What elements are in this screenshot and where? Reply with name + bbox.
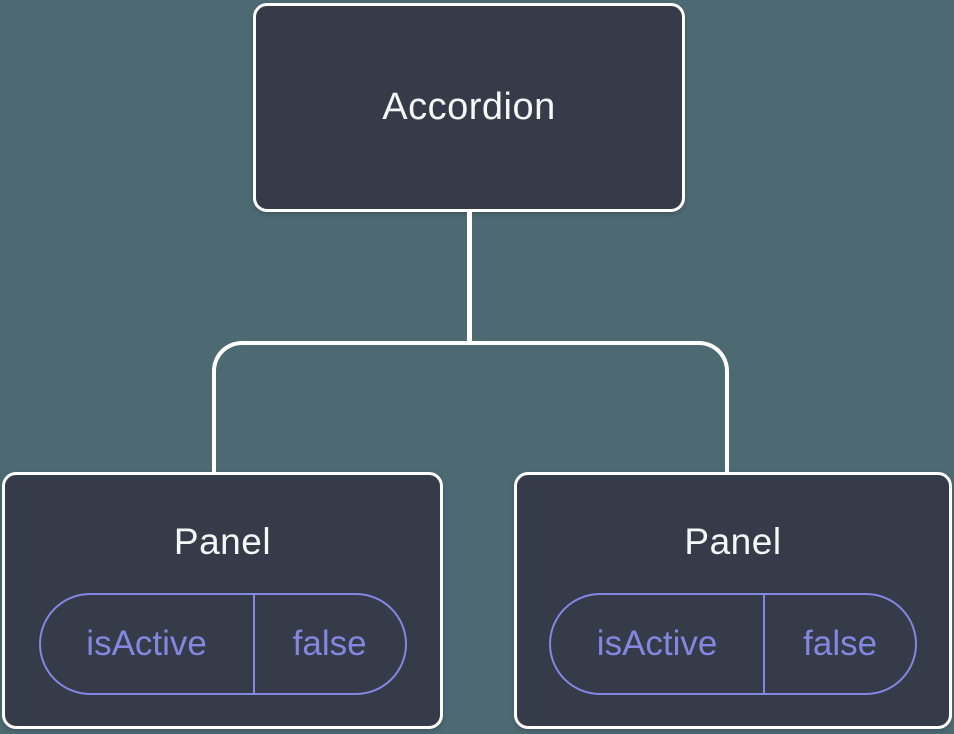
state-value: false [292,624,367,663]
panel-node-right: Panel isActive false [514,472,952,729]
state-pill: isActive false [38,593,407,695]
state-key: isActive [41,595,255,693]
accordion-node: Accordion [253,3,685,212]
connector-trunk-line [467,210,472,344]
state-value: false [803,624,878,663]
panel-label: Panel [684,521,782,562]
connector-branch-bracket [212,341,729,472]
state-key: isActive [551,595,766,693]
panel-label: Panel [173,521,272,562]
state-pill: isActive false [549,593,917,695]
panel-node-left: Panel isActive false [2,472,443,729]
accordion-label: Accordion [382,86,556,128]
